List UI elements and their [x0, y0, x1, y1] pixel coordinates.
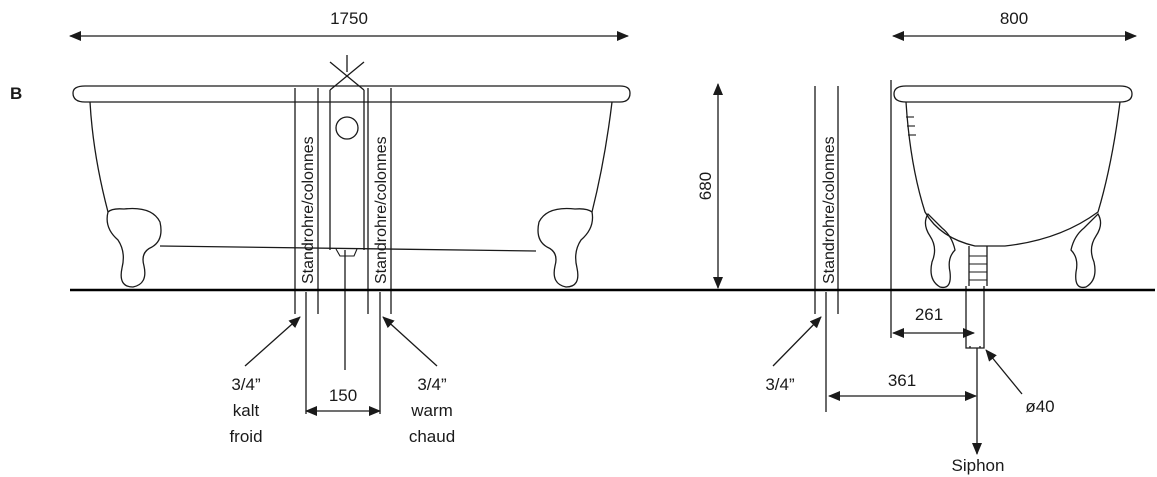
right-standpipe-label: Standrohre/colonnes — [373, 136, 390, 284]
side-standpipe-label: Standrohre/colonnes — [821, 136, 838, 284]
diameter-pointer-arrow — [985, 349, 1023, 395]
faucet-line-2 — [329, 61, 365, 91]
warm-de-label: warm — [410, 401, 453, 420]
side-view: Standrohre/colonnes 3/4” 800 — [765, 9, 1137, 475]
warm-size-label: 3/4” — [417, 375, 447, 394]
tub-right-wall — [591, 101, 613, 213]
cold-de-label: kalt — [233, 401, 260, 420]
pipe-to-drain-label: 361 — [888, 371, 916, 390]
side-tub-rim — [893, 85, 1133, 103]
warm-pointer-arrow — [382, 316, 438, 367]
front-bathtub — [72, 55, 631, 288]
cold-size-label: 3/4” — [231, 375, 261, 394]
tub-left-wall — [89, 101, 109, 213]
height-label: 680 — [696, 172, 715, 200]
warm-fr-label: chaud — [409, 427, 455, 446]
drain-diameter-label: ø40 — [1025, 397, 1054, 416]
side-left-foot — [924, 212, 956, 289]
front-width-label: 1750 — [330, 9, 368, 28]
drain-pipe — [965, 286, 985, 349]
left-claw-foot — [106, 207, 162, 288]
front-drain — [335, 248, 358, 257]
side-width-label: 800 — [1000, 9, 1028, 28]
front-view: 1750 Standroh — [69, 9, 631, 446]
tub-rim — [72, 85, 631, 103]
cold-fr-label: froid — [229, 427, 262, 446]
side-tub-body — [905, 101, 1121, 247]
trap-body — [968, 246, 988, 286]
side-size-label: 3/4” — [765, 375, 795, 394]
tub-bottom — [159, 245, 537, 252]
wall-to-drain-label: 261 — [915, 305, 943, 324]
front-standpipes: Standrohre/colonnes Standrohre/colonnes — [294, 88, 392, 414]
side-bathtub — [893, 85, 1133, 455]
overflow-circle — [335, 116, 359, 140]
cold-pointer-arrow — [244, 316, 301, 367]
drain-pipe-detail — [969, 346, 981, 348]
left-standpipe-label: Standrohre/colonnes — [300, 136, 317, 284]
section-label: B — [10, 84, 22, 103]
pipe-spacing-label: 150 — [329, 386, 357, 405]
side-right-foot — [1070, 212, 1102, 289]
siphon-label: Siphon — [952, 456, 1005, 475]
right-claw-foot — [537, 207, 594, 288]
height-dimension: 680 — [696, 83, 723, 289]
side-pointer-arrow — [772, 316, 822, 367]
